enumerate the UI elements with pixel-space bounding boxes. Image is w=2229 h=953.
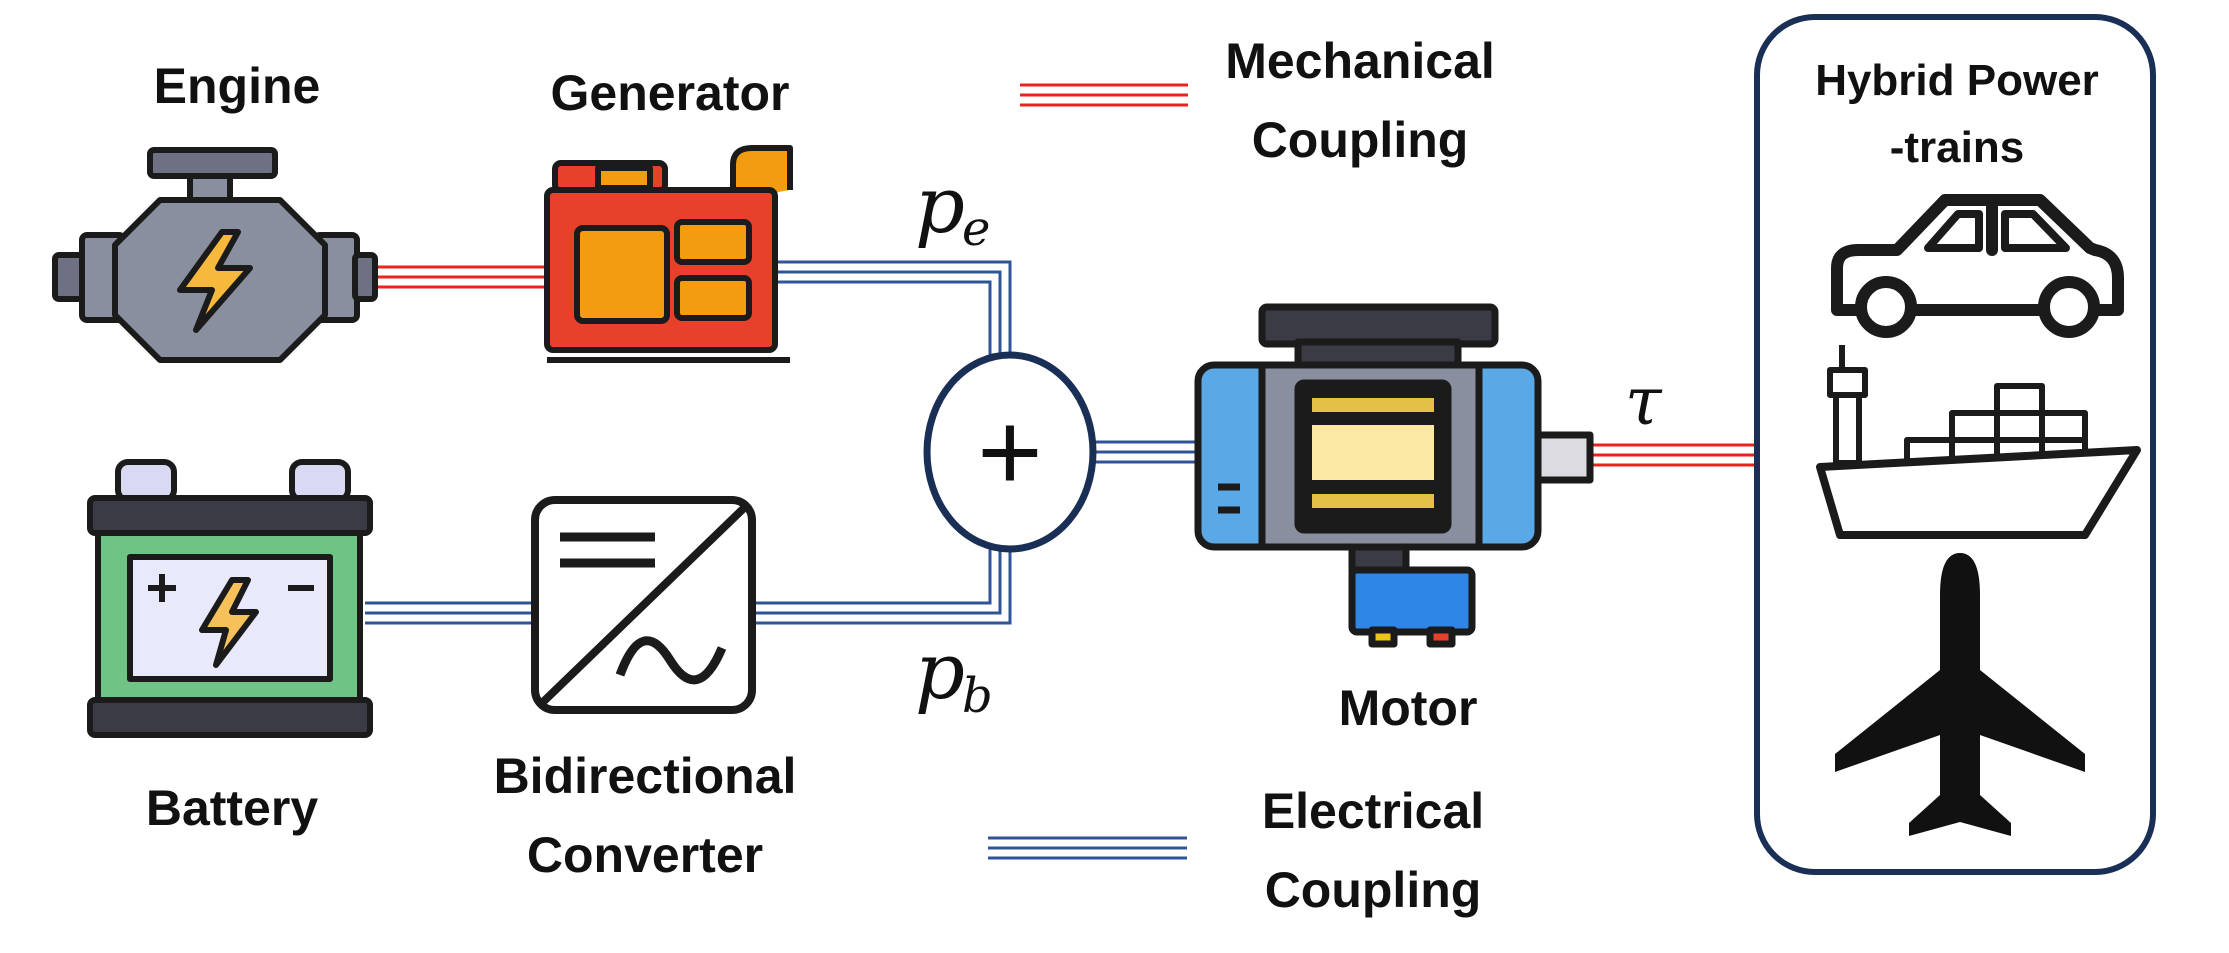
- summation-node: +: [923, 351, 1097, 553]
- electrical-coupling-converter-sum: [752, 545, 1012, 625]
- airplane-icon: [1835, 553, 2085, 836]
- legend-mechanical-label-line2: Coupling: [1252, 112, 1469, 168]
- car-icon: [1831, 194, 2124, 338]
- pb-symbol: p b: [915, 627, 993, 724]
- legend-mechanical-label-line1: Mechanical: [1225, 33, 1495, 89]
- electrical-coupling-battery-converter: [365, 601, 535, 625]
- mechanical-coupling-engine-generator: [370, 265, 548, 289]
- engine-icon: [52, 147, 378, 363]
- converter-icon: [531, 496, 756, 714]
- legend-electrical-label-line1: Electrical: [1262, 783, 1484, 839]
- sum-symbol: +: [977, 390, 1042, 515]
- converter-label-line2: Converter: [527, 827, 763, 883]
- motor-label: Motor: [1339, 680, 1478, 736]
- converter-label-line1: Bidirectional: [494, 748, 797, 804]
- generator-icon: [544, 145, 793, 363]
- legend-electrical-swatch: [988, 836, 1187, 860]
- motor-icon: [1194, 303, 1594, 648]
- legend-mechanical-swatch: [1020, 83, 1188, 107]
- battery-label: Battery: [146, 780, 318, 836]
- tau-symbol: τ: [1625, 363, 1663, 440]
- electrical-coupling-sum-motor: [1092, 440, 1198, 464]
- svg-text:p: p: [915, 161, 965, 251]
- svg-text:e: e: [962, 201, 990, 257]
- generator-label: Generator: [551, 65, 790, 121]
- svg-text:p: p: [915, 627, 965, 717]
- mechanical-coupling-motor-powertrains: [1590, 443, 1755, 467]
- battery-icon: [87, 459, 373, 738]
- legend-electrical-label-line2: Coupling: [1265, 862, 1482, 918]
- pe-symbol: p e: [915, 161, 990, 257]
- ship-icon: [1816, 345, 2141, 539]
- electrical-coupling-generator-sum: [775, 260, 1012, 360]
- engine-label: Engine: [154, 58, 321, 114]
- powertrains-title-line2: -trains: [1890, 123, 2024, 172]
- svg-text:b: b: [962, 668, 993, 724]
- powertrains-title-line1: Hybrid Power: [1815, 56, 2099, 105]
